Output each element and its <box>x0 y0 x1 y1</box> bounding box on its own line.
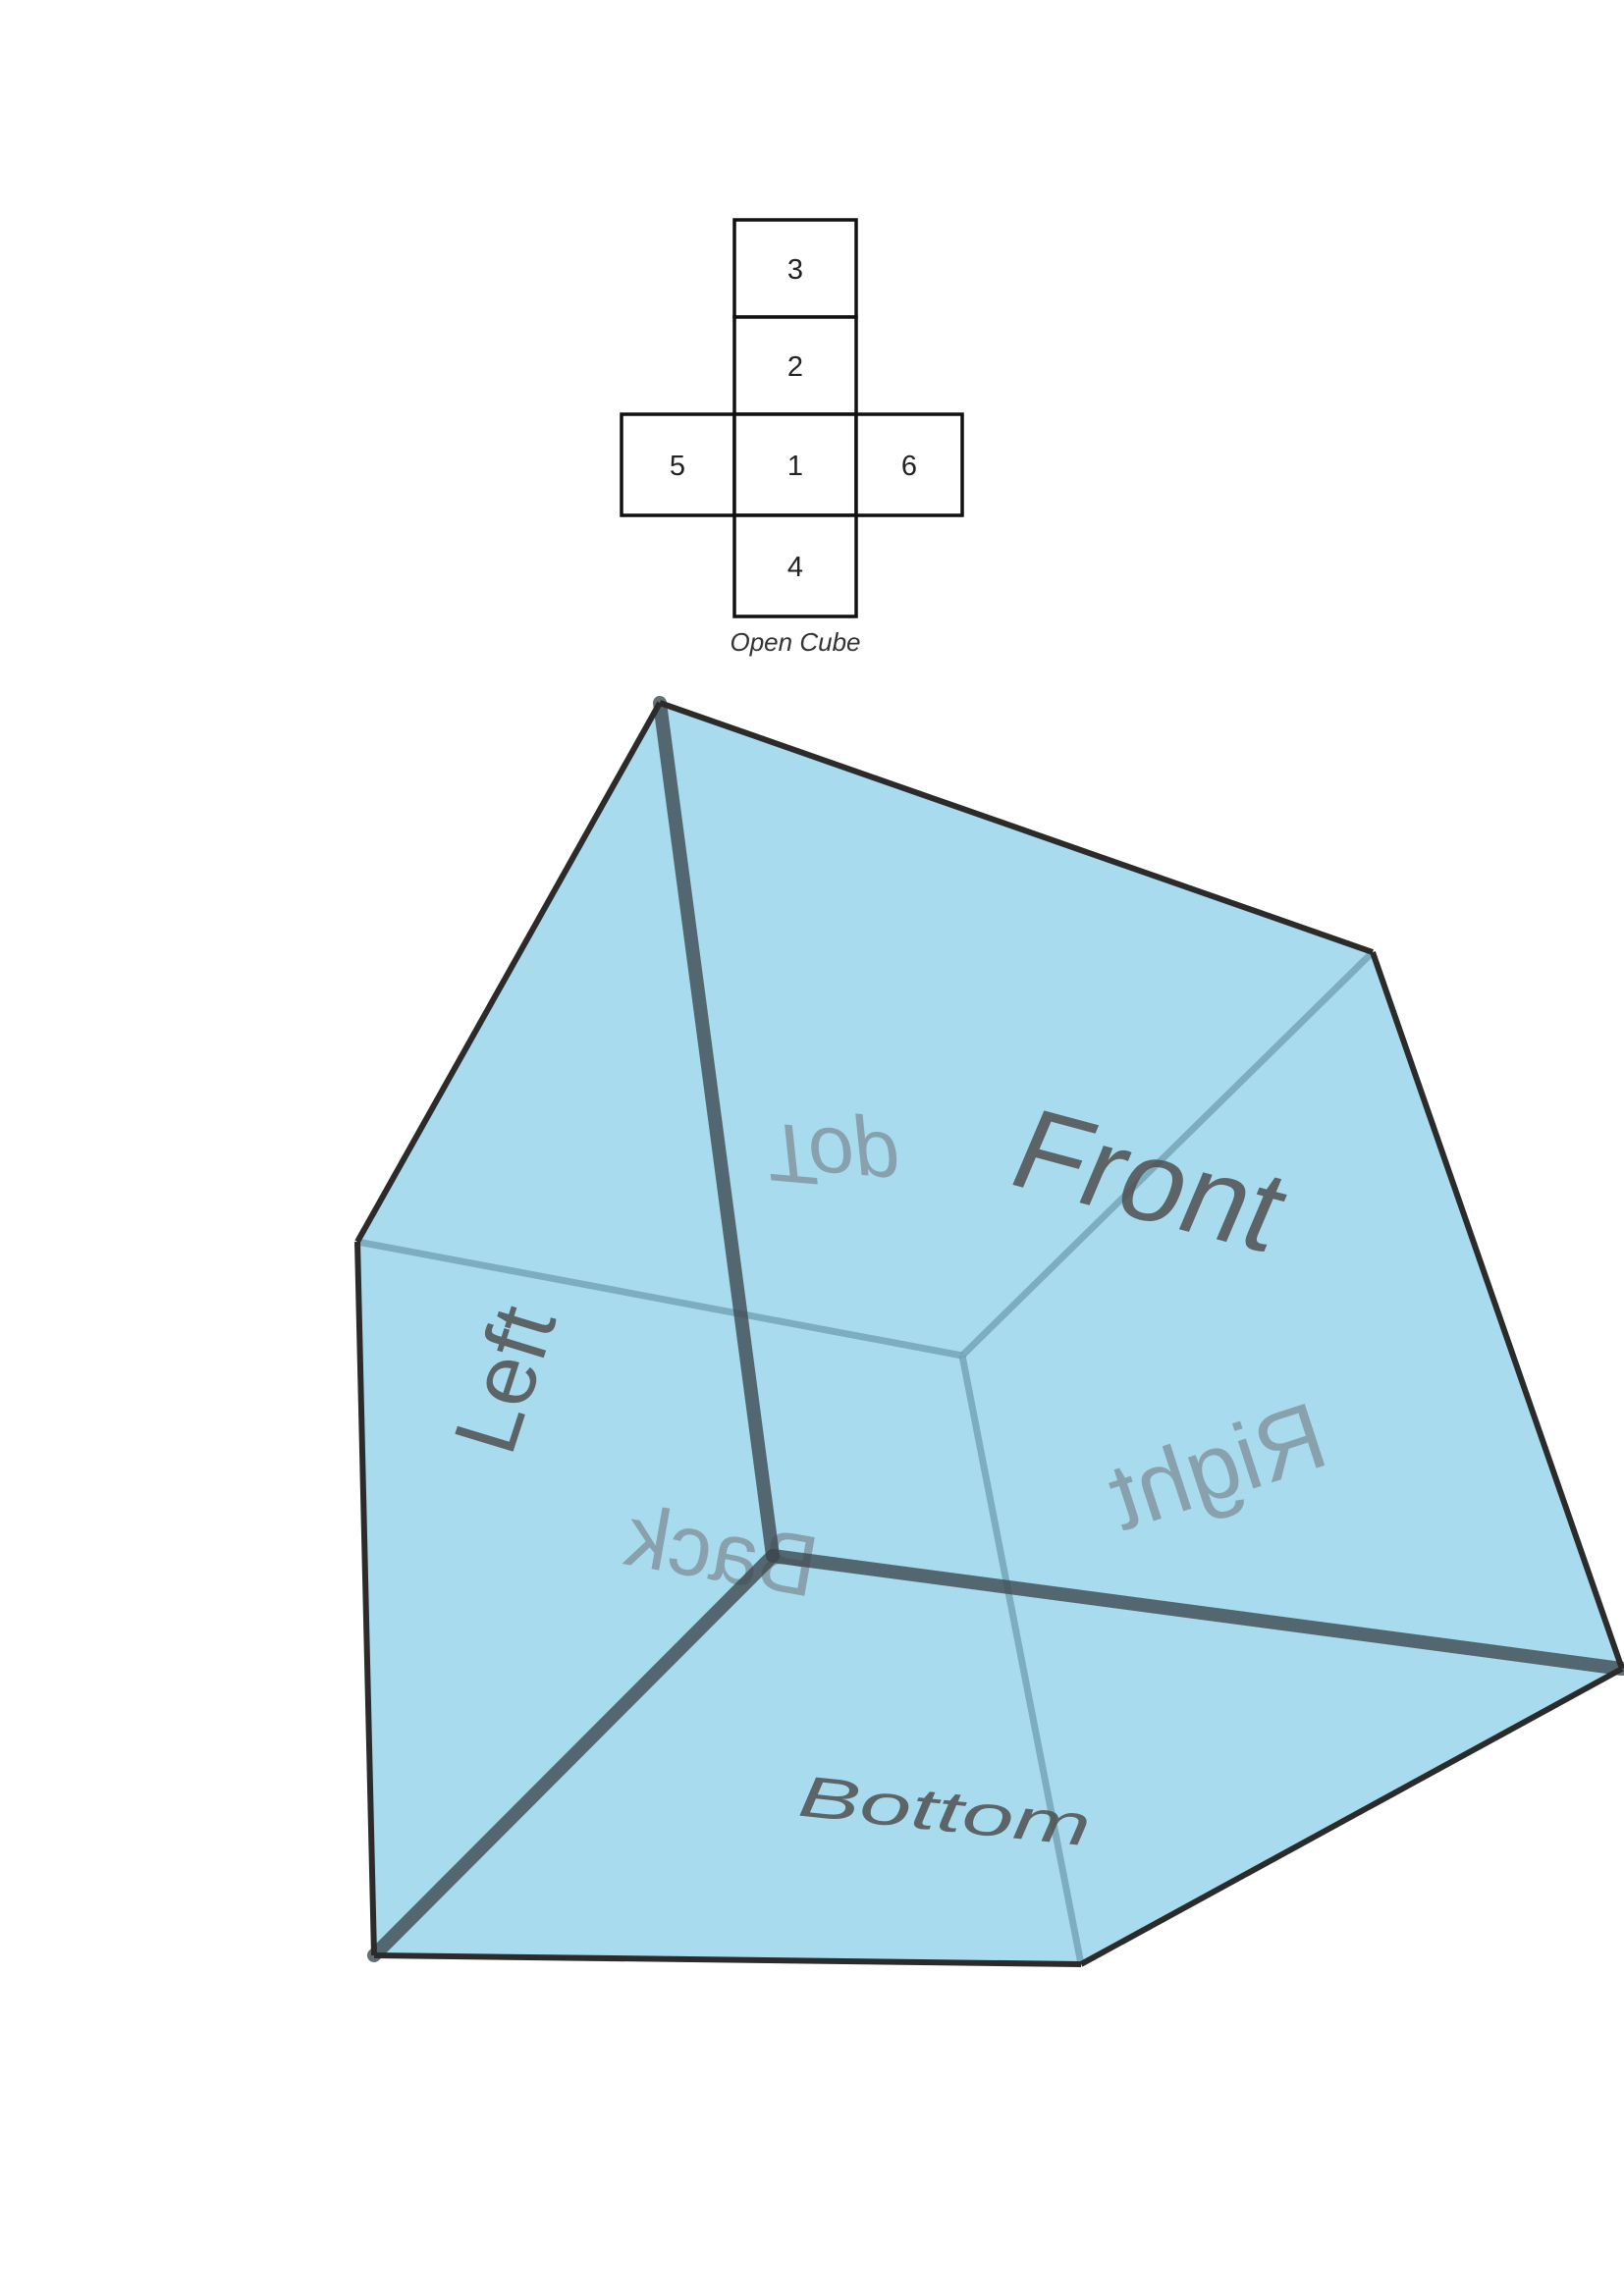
transparent-cube: Top Back Right Front Left Bottom <box>354 696 1624 1967</box>
net-cell-5-label: 5 <box>670 451 685 482</box>
net-cell-3: 3 <box>732 218 858 319</box>
net-cell-3-label: 3 <box>787 254 803 286</box>
net-cell-4-label: 4 <box>787 552 803 583</box>
inner-front-edges <box>367 696 1624 1962</box>
net-cell-6: 6 <box>854 412 964 517</box>
net-cell-6-label: 6 <box>901 451 917 482</box>
net-cell-4: 4 <box>732 513 858 618</box>
net-cell-1: 1 <box>732 412 858 517</box>
net-cell-2: 2 <box>732 315 858 416</box>
net-cell-5: 5 <box>620 412 736 517</box>
net-cell-1-label: 1 <box>787 451 803 482</box>
net-cell-2-label: 2 <box>787 351 803 383</box>
hidden-edges <box>356 949 1376 1965</box>
outline-edges <box>354 700 1624 1967</box>
net-caption: Open Cube <box>731 627 861 657</box>
face-label-top: Top <box>761 1105 903 1209</box>
open-cube-net: 3 2 5 1 6 4 Open Cube <box>620 218 964 657</box>
front-labels: Front Left Bottom <box>432 1086 1305 1858</box>
